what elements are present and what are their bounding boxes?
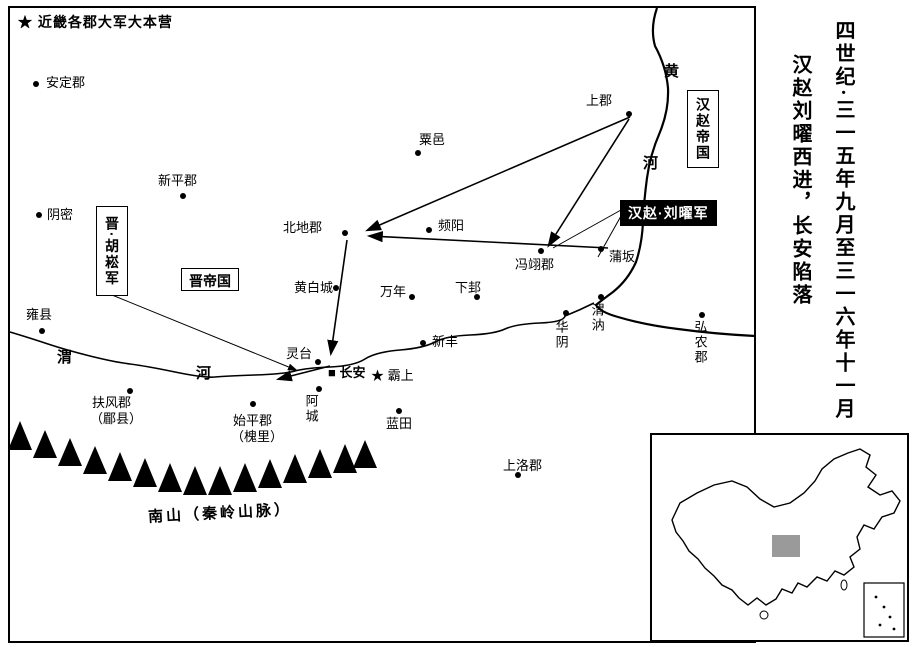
place-label-anding: 安定郡 [46, 75, 86, 90]
map-title-line-2: 汉赵刘曜西进，长安陷落 [789, 54, 811, 307]
place-label-yong: 雍县 [26, 307, 53, 322]
region-highlight [772, 535, 800, 557]
place-dot-fengyi [538, 248, 544, 254]
china-inset-svg [671, 448, 905, 638]
place-label-suyi: 粟邑 [419, 132, 446, 147]
place-dot-shiping [250, 401, 256, 407]
place-dot-puban [598, 246, 604, 252]
jin-husong-army-box: 晋·胡崧军 [96, 206, 128, 296]
place-label-bashang: ★ 霸上 [371, 368, 414, 383]
hanzhao-liuyao-army-box: 汉赵·刘曜军 [620, 200, 717, 226]
taiwan-island [840, 579, 848, 591]
china-outline [671, 448, 901, 606]
place-dot-shangluo [515, 472, 521, 478]
yellow-river-label-lower: 河 [643, 155, 659, 172]
place-dot-shangjun [626, 111, 632, 117]
capital-square-icon: ■ [328, 365, 336, 380]
wei-river-label-west: 渭 [57, 349, 73, 366]
place-dot-suyi [415, 150, 421, 156]
map-title: 四世纪·三一五年九月至三一六年十一月 汉赵刘曜西进，长安陷落 [762, 20, 858, 444]
place-label-xinfeng: 新丰 [432, 334, 459, 349]
place-label-yinmi: 阴密 [47, 207, 74, 222]
place-label-huangbai: 黄白城 [294, 280, 334, 295]
place-label-shangluo: 上洛郡 [503, 458, 543, 473]
place-dot-huangbai [333, 285, 339, 291]
place-label-shangjun: 上郡 [586, 93, 613, 108]
place-dot-hongnong [699, 312, 705, 318]
hq-star-icon: ★ [18, 14, 33, 30]
place-label-xiagui: 下邽 [455, 280, 482, 295]
place-dot-huayin [563, 310, 569, 316]
place-dot-xinping [180, 193, 186, 199]
place-label-huayin: 华阴 [553, 320, 569, 350]
place-dot-lantian [396, 408, 402, 414]
place-dot-xiagui [474, 294, 480, 300]
place-label-weirui: 渭汭 [589, 303, 605, 333]
place-label-hongnong: 弘农郡 [692, 320, 708, 365]
place-label-lingtai: 灵台 [286, 346, 313, 361]
legend-text: 近畿各郡大军大本营 [37, 14, 173, 30]
place-dot-acheng [316, 386, 322, 392]
hanzhao-empire-box: 汉赵帝国 [687, 90, 719, 168]
place-label-wannian: 万年 [380, 284, 407, 299]
place-dot-lingtai [315, 359, 321, 365]
place-label-lantian: 蓝田 [386, 416, 413, 431]
jin-empire-box: 晋帝国 [181, 268, 239, 291]
place-label-shiping-alt: （槐里） [231, 429, 284, 444]
place-dot-yinmi [36, 212, 42, 218]
place-label-puban: 蒲坂 [609, 249, 636, 264]
place-dot-anding [33, 81, 39, 87]
china-inset-map [650, 433, 909, 642]
place-label-xinping: 新平郡 [158, 173, 198, 188]
place-dot-yong [39, 328, 45, 334]
south-sea-islands [874, 595, 896, 631]
hq-star-icon-bashang: ★ [371, 368, 385, 383]
place-label-pinyang: 频阳 [438, 218, 465, 233]
map-frame [8, 6, 756, 643]
place-dot-beidi [342, 230, 348, 236]
place-label-fufeng-alt: （郿县） [90, 411, 143, 426]
place-dot-fufeng [127, 388, 133, 394]
place-label-changan: ■ 长安 [328, 365, 366, 380]
map-title-line-1: 四世纪·三一五年九月至三一六年十一月 [832, 20, 854, 421]
map-legend: ★ 近畿各郡大军大本营 [18, 12, 173, 32]
place-dot-wannian [409, 294, 415, 300]
place-dot-xinfeng [420, 340, 426, 346]
place-label-fufeng: 扶风郡 [92, 395, 132, 410]
wei-river-label-east: 河 [196, 365, 212, 382]
place-label-shiping: 始平郡 [233, 413, 273, 428]
place-label-acheng: 阿城 [303, 394, 319, 424]
south-sea-inset-box [863, 582, 905, 638]
yellow-river-label-upper: 黄 [664, 63, 680, 80]
place-dot-weirui [598, 294, 604, 300]
place-label-fengyi: 冯翊郡 [515, 257, 555, 272]
hainan-island [759, 610, 769, 620]
place-dot-pinyang [426, 227, 432, 233]
place-label-beidi: 北地郡 [283, 220, 323, 235]
